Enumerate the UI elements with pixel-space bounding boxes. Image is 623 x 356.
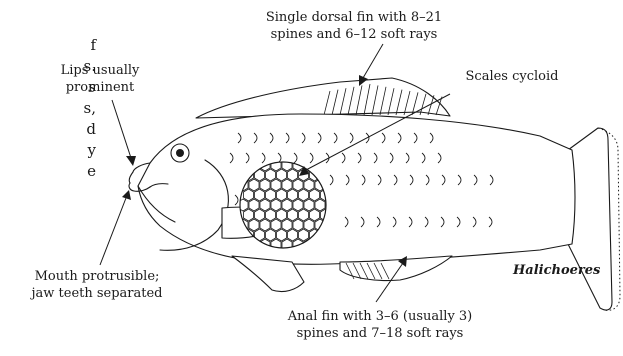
anal-fin-label: Anal fin with 3–6 (usually 3) spines and…	[260, 308, 500, 342]
paragraph-fragment: f s. s s, d y e	[84, 35, 96, 182]
paragraph-line-5: d	[86, 120, 96, 138]
lips-label: Lips usually prominent	[40, 62, 160, 96]
mouth-label: Mouth protrusible; jaw teeth separated	[22, 268, 172, 302]
fish-eye	[171, 144, 189, 162]
scales-label: Scales cycloid	[452, 68, 572, 85]
paragraph-line-1: f	[90, 36, 96, 54]
genus-label: Halichoeres	[513, 263, 600, 278]
paragraph-line-4: s,	[84, 99, 96, 117]
paragraph-line-6: y	[88, 141, 96, 159]
dorsal-fin-label: Single dorsal fin with 8–21 spines and 6…	[249, 9, 459, 43]
dorsal-fin	[196, 78, 450, 118]
paragraph-line-7: e	[87, 162, 96, 180]
